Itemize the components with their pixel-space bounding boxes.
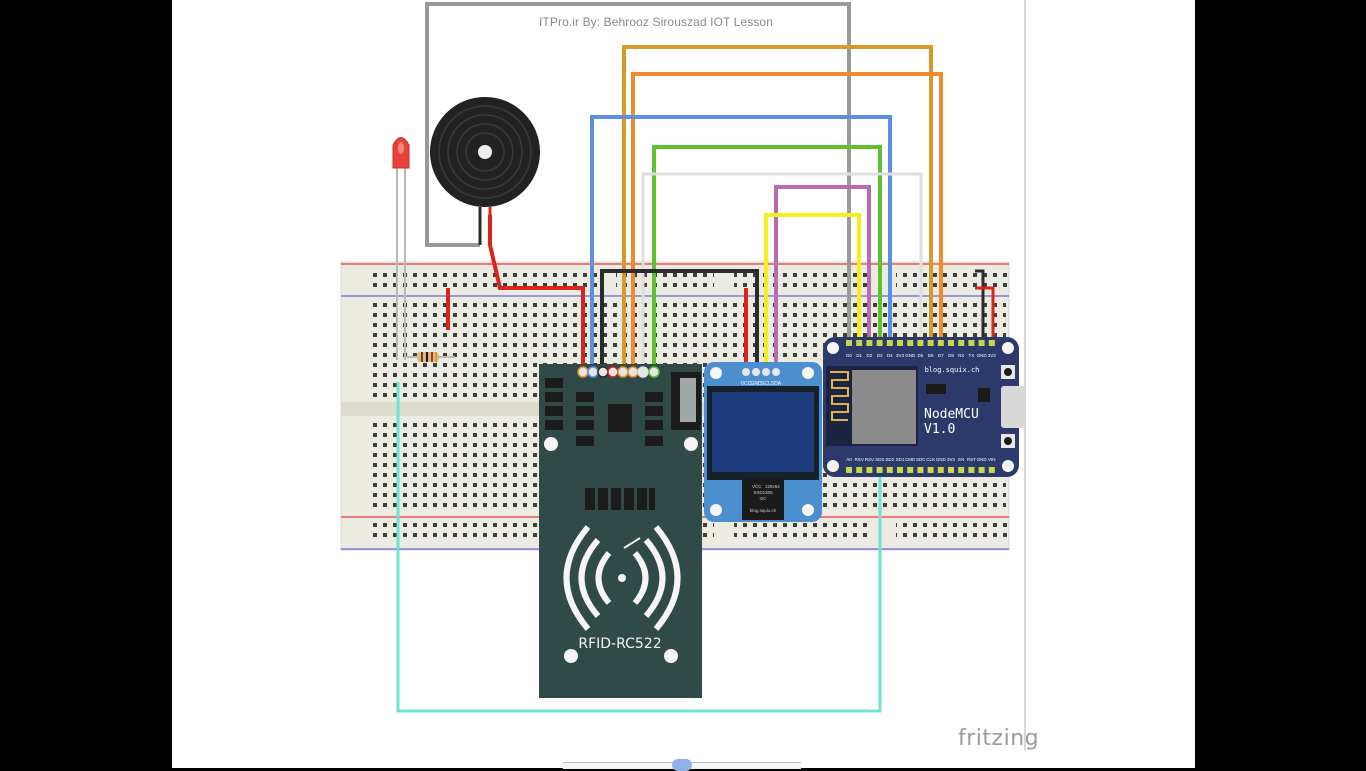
- nodemcu-bottom-pin-label: SD0: [916, 457, 925, 462]
- wire-purple: [774, 185, 871, 370]
- nodemcu-top-pin-header: [856, 340, 863, 346]
- nodemcu-bottom-pin-label: GND: [977, 457, 988, 462]
- oled-chip-line1: VCC: [752, 484, 762, 489]
- nodemcu-top-pin-label: GND: [905, 353, 916, 358]
- led: [392, 137, 410, 360]
- nodemcu-top-pin-label: D8: [948, 353, 954, 358]
- nodemcu-bottom-pin-label: VIN: [988, 457, 996, 462]
- nodemcu-bottom-pin-label: RST: [967, 457, 976, 462]
- nodemcu-bottom-pin-label: 3V3: [947, 457, 956, 462]
- nodemcu-top-pin-label: GND: [977, 353, 988, 358]
- oled-pin-sda: SDA: [771, 381, 782, 387]
- rfid-module: RFID-RC522: [539, 364, 702, 698]
- wire-black-nodemcu: [975, 269, 985, 340]
- nodemcu-top-pin-header: [927, 340, 934, 346]
- nodemcu-bottom-pin-header: [917, 467, 924, 473]
- nodemcu-bottom-pin-header: [856, 467, 863, 473]
- oled-footer: blog.squix.ch: [750, 508, 777, 513]
- nodemcu-top-pin-label: TX: [969, 353, 975, 358]
- nodemcu-title-line2: V1.0: [924, 422, 955, 437]
- wire-black: [600, 269, 759, 370]
- oled-chip-line3: SSD1306: [753, 490, 773, 495]
- nodemcu-top-pin-header: [968, 340, 975, 346]
- nodemcu-bottom-pin-label: EN: [958, 457, 964, 462]
- oled-chip-line2: 128x64: [765, 484, 780, 489]
- nodemcu-bottom-pin-label: A0: [846, 457, 852, 462]
- nodemcu-top-pin-header: [846, 340, 852, 346]
- nodemcu-top-pin-header: [907, 340, 914, 346]
- oled-module: VCC GND SCL SDA VCC 128x64 SSD1306 I2C b…: [704, 362, 822, 522]
- oled-chip-line4: I2C: [759, 496, 767, 501]
- rfid-label: RFID-RC522: [578, 636, 661, 652]
- nodemcu-bottom-pin-header: [927, 467, 934, 473]
- nodemcu-brand: blog.squix.ch: [925, 366, 980, 374]
- nodemcu-top-pin-label: D7: [938, 353, 944, 358]
- nodemcu-top-pin-header: [886, 340, 893, 346]
- wire-gold: [622, 45, 933, 370]
- nodemcu-top-pin-header: [978, 340, 985, 346]
- nodemcu-bottom-pin-header: [948, 467, 954, 473]
- wire-orange: [631, 72, 943, 370]
- nodemcu-top-pin-header: [937, 340, 944, 346]
- nodemcu-bottom-pin-header: [907, 467, 914, 473]
- nodemcu-bottom-pin-header: [968, 467, 975, 473]
- nodemcu-top-pin-label: D3: [877, 353, 883, 358]
- nodemcu-bottom-pin-header: [988, 467, 995, 473]
- nodemcu-bottom-pin-label: SD2: [885, 457, 894, 462]
- nodemcu-top-pin-label: 3V3: [988, 353, 997, 358]
- wire-yellow: [764, 213, 861, 370]
- oled-pin-gnd: GND: [750, 381, 762, 387]
- wire-red-buzzer: [488, 215, 585, 370]
- nodemcu-top-pin-label: D5: [918, 353, 924, 358]
- nodemcu-bottom-pin-label: SD3: [875, 457, 884, 462]
- nodemcu-top-pin-label: D1: [856, 353, 862, 358]
- nodemcu-bottom-pin-label: RSV: [855, 457, 864, 462]
- wire-blue: [590, 115, 892, 370]
- oled-pin-vcc: VCC: [741, 381, 752, 387]
- scroll-thumb[interactable]: [672, 759, 692, 771]
- nodemcu-top-pin-header: [948, 340, 954, 346]
- nodemcu-bottom-pin-label: CMD: [905, 457, 916, 462]
- nodemcu-bottom-pin-header: [978, 467, 985, 473]
- nodemcu-top-pin-label: RX: [958, 353, 964, 358]
- nodemcu-top-pin-label: D2: [867, 353, 873, 358]
- nodemcu-bottom-pin-label: SD1: [896, 457, 905, 462]
- nodemcu-bottom-pin-header: [958, 467, 965, 473]
- canvas-divider: [1024, 0, 1026, 750]
- nodemcu-top-pin-header: [876, 340, 883, 346]
- nodemcu-top-pin-header: [988, 340, 995, 346]
- wire-cyan: [396, 382, 882, 713]
- nodemcu-top-pin-header: [958, 340, 965, 346]
- nodemcu-bottom-pin-header: [846, 467, 852, 473]
- nodemcu-top-pin-header: [917, 340, 924, 346]
- nodemcu-bottom-pin-header: [866, 467, 873, 473]
- nodemcu-bottom-pin-header: [876, 467, 883, 473]
- nodemcu-bottom-pin-header: [897, 467, 903, 473]
- nodemcu-bottom-pin-label: RSV: [865, 457, 874, 462]
- header-credit: ITPro.ir By: Behrooz Sirouszad IOT Lesso…: [539, 15, 773, 29]
- resistor: [405, 352, 455, 362]
- wire-red-nodemcu: [975, 286, 995, 340]
- nodemcu-top-pin-label: 3V3: [896, 353, 905, 358]
- nodemcu-top-pin-header: [897, 340, 903, 346]
- fritzing-watermark: fritzing: [958, 726, 1040, 751]
- wire-green: [652, 145, 882, 370]
- buzzer: [430, 97, 540, 245]
- nodemcu-top-pin-label: D6: [928, 353, 934, 358]
- nodemcu-bottom-pin-header: [886, 467, 893, 473]
- nodemcu-bottom-pin-label: GND: [936, 457, 947, 462]
- nodemcu-top-pin-header: [866, 340, 873, 346]
- nodemcu-top-pin-label: D4: [887, 353, 893, 358]
- nodemcu-title-line1: NodeMCU: [924, 407, 979, 422]
- oled-pin-scl: SCL: [761, 381, 771, 387]
- nodemcu-bottom-pin-label: CLK: [926, 457, 935, 462]
- nodemcu-bottom-pin-header: [937, 467, 944, 473]
- nodemcu-top-pin-label: D0: [846, 353, 852, 358]
